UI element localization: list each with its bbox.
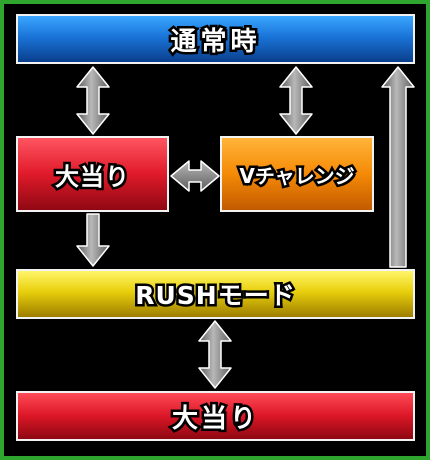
arrow-normal-vchallenge — [279, 66, 313, 135]
arrow-rush-normal — [381, 66, 415, 268]
node-v-challenge-label: Vチャレンジ — [237, 161, 357, 190]
arrow-normal-bigwin — [76, 66, 110, 135]
arrow-bigwin-rush — [76, 213, 110, 267]
node-bigwin-lower-label: 大当り — [169, 401, 259, 436]
arrow-rush-bigwin — [198, 320, 232, 389]
node-v-challenge: Vチャレンジ — [220, 136, 374, 212]
node-bigwin-lower: 大当り — [16, 391, 415, 441]
node-rush-mode-label: RUSHモード — [133, 279, 297, 313]
node-bigwin-upper-label: 大当り — [53, 160, 132, 193]
node-normal-label: 通常時 — [168, 24, 261, 59]
arrow-bigwin-vchallenge — [170, 160, 220, 192]
node-rush-mode: RUSHモード — [16, 269, 415, 319]
node-normal-state: 通常時 — [16, 14, 415, 64]
node-bigwin-upper: 大当り — [16, 136, 169, 212]
